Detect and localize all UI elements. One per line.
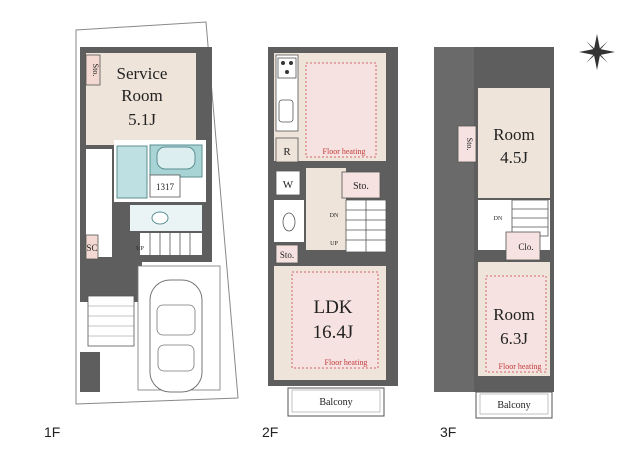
sink-icon — [278, 99, 294, 123]
washer-2f — [275, 170, 301, 196]
toilet-icon-2f — [282, 212, 296, 232]
balcony-2f — [287, 387, 385, 417]
floor-label-2f: 2F — [262, 424, 278, 440]
sto-mid-2f — [341, 171, 381, 199]
refrigerator-label: R — [283, 146, 291, 158]
service-room-label-1: Service — [117, 64, 168, 83]
toilet-icon — [151, 211, 169, 225]
closet-3f — [505, 231, 541, 261]
bathtub-1f — [156, 146, 196, 170]
clo-label: Clo. — [518, 242, 533, 252]
sto-3f — [457, 125, 477, 163]
floor-1f: Service Room 5.1J Sto. 1317 SC UP 1F — [44, 21, 239, 440]
stair-treads-1f — [149, 233, 191, 255]
floor-label-3f: 3F — [440, 424, 456, 440]
sto-mid-label-2f: Sto. — [353, 181, 369, 192]
stairs-1f — [140, 233, 202, 255]
room-a-3f — [478, 88, 550, 198]
floor-3f: Sto. Room 4.5J DN Clo. Room 6.3J Floor h… — [434, 47, 554, 440]
bath-size-label: 1317 — [156, 182, 175, 192]
sto-closet-1f — [85, 54, 101, 86]
floor-heating-3f — [486, 276, 546, 372]
balcony-2f-inner — [291, 389, 381, 413]
floor-2f: Floor heating R W Sto. DN UP Sto. LDK 16… — [262, 47, 398, 440]
entrance-porch-1f — [87, 295, 135, 347]
sc-label: SC — [86, 243, 97, 253]
service-room-size: 5.1J — [128, 110, 156, 129]
gate-post-1f — [80, 352, 100, 392]
balcony-3f-inner — [479, 393, 549, 415]
floor-heating-3f-border — [485, 275, 547, 373]
room-b-label: Room — [493, 305, 535, 324]
floor-heating-top-border-2f — [305, 62, 377, 158]
ldk-label: LDK — [313, 297, 352, 318]
hall-2f — [306, 168, 346, 250]
shoe-cabinet-1f — [85, 234, 99, 260]
floor-heating-ldk-2f — [292, 272, 378, 368]
floor-heating-ldk-border-2f — [291, 271, 379, 369]
floor-heating-top-2f — [306, 63, 376, 157]
porch-tiles-1f — [88, 305, 134, 337]
washer-label: W — [283, 179, 294, 191]
sto-low-2f — [275, 244, 299, 264]
room-a-label: Room — [493, 125, 535, 144]
compass-rose-icon — [579, 34, 615, 70]
stove-icon — [277, 57, 297, 79]
up-label-2f: UP — [330, 241, 338, 247]
floor-heating-top-label: Floor heating — [323, 147, 366, 156]
void-3f — [434, 47, 474, 392]
room-b-size: 6.3J — [500, 329, 528, 348]
site-boundary-1f — [75, 21, 239, 405]
sto-label-3f: Sto. — [465, 138, 474, 151]
dn-label-2f: DN — [330, 213, 339, 219]
floor-heating-ldk-label: Floor heating — [325, 358, 368, 367]
balcony-3f — [475, 391, 553, 419]
entrance-wall-1f — [80, 262, 142, 302]
washroom-1f — [116, 145, 148, 199]
up-label-1f: UP — [136, 246, 144, 252]
room-a-size: 4.5J — [500, 148, 528, 167]
sto-low-label-2f: Sto. — [280, 250, 294, 260]
service-room-label-2: Room — [121, 86, 163, 105]
service-room-1f — [86, 53, 196, 145]
stair-treads-2f — [346, 200, 386, 252]
refrigerator-2f — [275, 137, 299, 163]
balcony-label-3f: Balcony — [497, 400, 530, 411]
floor-label-1f: 1F — [44, 424, 60, 440]
dn-label-3f: DN — [494, 216, 503, 222]
ldk-size-label: 16.4J — [313, 322, 354, 343]
stair-treads-3f — [511, 199, 549, 237]
sto-label-1f: Sto. — [91, 64, 100, 77]
floor-heating-3f-label: Floor heating — [499, 362, 542, 371]
unit-bath-1f — [149, 174, 181, 198]
car-icon — [149, 279, 203, 393]
balcony-label-2f: Balcony — [319, 397, 352, 408]
